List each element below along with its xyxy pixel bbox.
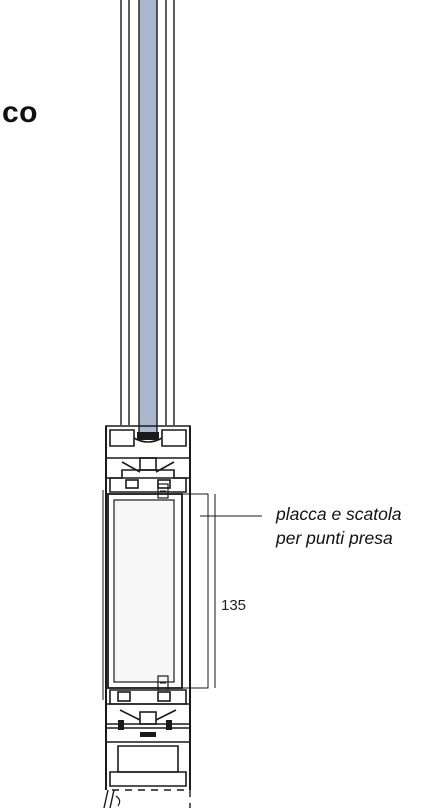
dimension-label: 135 — [221, 597, 247, 614]
annotation-line-1: placca e scatola — [276, 504, 402, 524]
glass-seal — [137, 432, 159, 440]
lower-frame-profile — [106, 689, 191, 787]
annotation-label: placca e scatola per punti presa — [276, 502, 402, 550]
annotation-line-2: per punti presa — [276, 528, 393, 548]
box-bracket — [182, 493, 209, 689]
upper-frame-profile — [105, 425, 191, 493]
lower-hardware — [118, 720, 172, 737]
bottom-details — [103, 789, 191, 808]
socket-box — [107, 483, 183, 691]
glass-pane — [139, 0, 157, 438]
glazing-unit — [120, 0, 175, 438]
page-title-fragment: co — [2, 96, 39, 129]
